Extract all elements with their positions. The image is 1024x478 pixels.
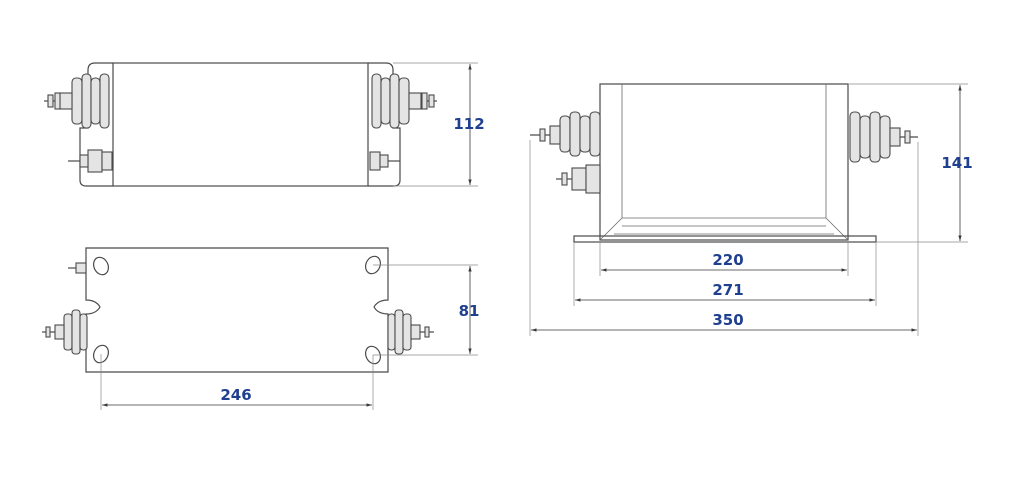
- dimension-81: 81: [459, 302, 480, 320]
- dimension-112: 112: [453, 115, 484, 133]
- dimension-141: 141: [941, 154, 972, 172]
- bottom-view: 81 246: [42, 247, 480, 410]
- side-right-insulator: [849, 111, 918, 163]
- bottom-right-insulator: [387, 309, 434, 355]
- bottom-view-plate: [85, 247, 389, 373]
- top-right-insulator: [371, 73, 437, 129]
- mount-hole-tl: [93, 256, 109, 276]
- top-right-ground-stud: [369, 151, 400, 171]
- side-left-ground-stud: [556, 164, 601, 194]
- mount-hole-tr: [365, 255, 381, 275]
- side-left-insulator: [530, 111, 601, 157]
- top-left-ground-stud: [68, 149, 113, 173]
- top-left-insulator: [44, 73, 110, 129]
- bottom-left-insulator: [42, 309, 88, 355]
- top-view-body: [112, 62, 369, 187]
- dimension-246: 246: [220, 386, 251, 404]
- side-view-base-plate: [573, 235, 877, 243]
- side-view: 141 220 271 350: [529, 83, 973, 336]
- top-view: 112: [44, 62, 485, 187]
- dimension-220: 220: [712, 251, 743, 269]
- side-view-housing: [599, 83, 849, 241]
- dimension-350: 350: [712, 311, 743, 329]
- mount-hole-bl: [93, 344, 109, 364]
- mount-hole-br: [365, 345, 381, 365]
- dimension-271: 271: [712, 281, 743, 299]
